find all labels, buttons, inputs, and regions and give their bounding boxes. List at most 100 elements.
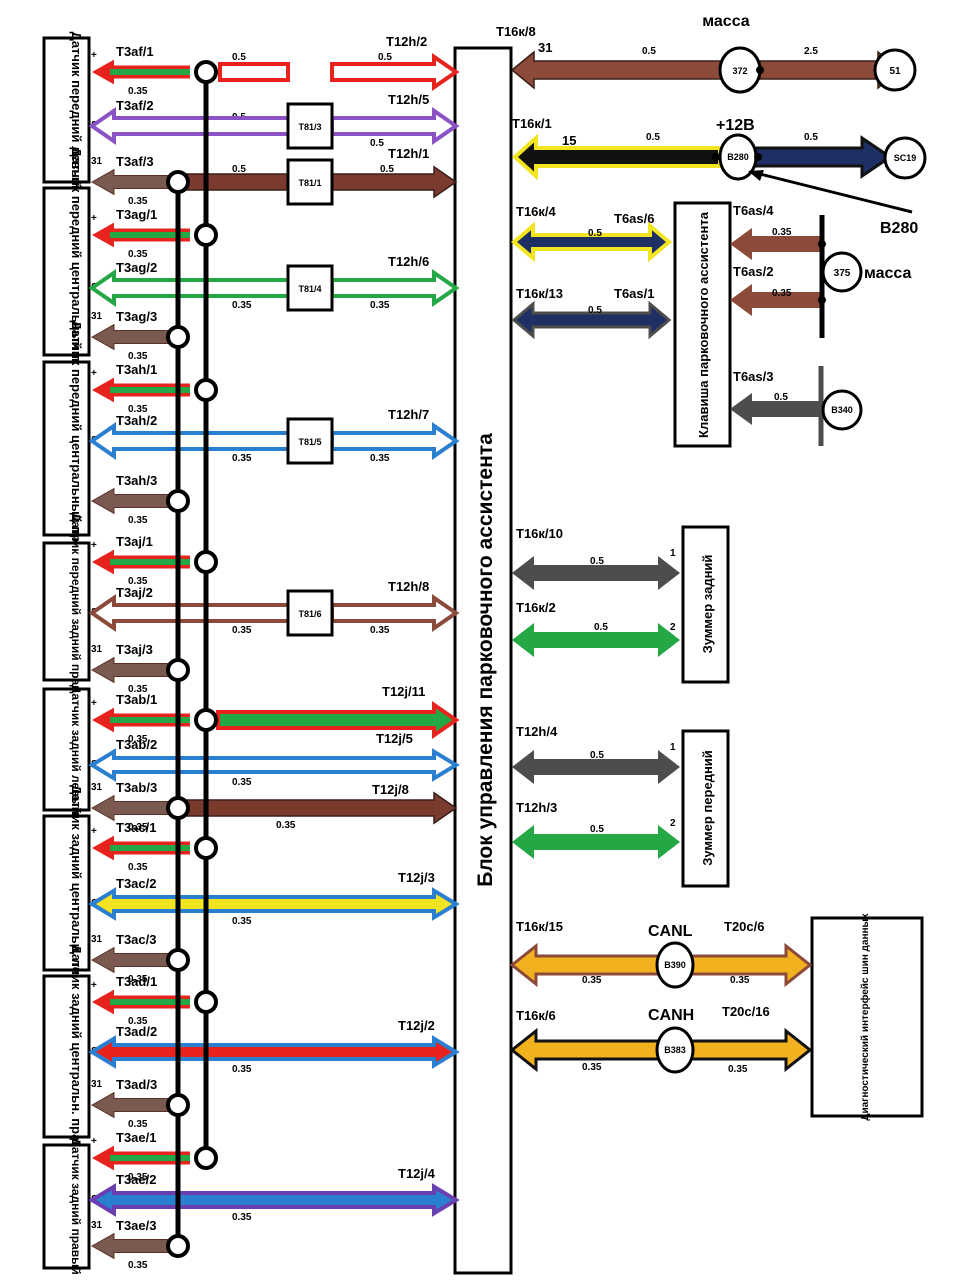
ground-bus-node xyxy=(166,658,190,682)
power-bus-node xyxy=(194,60,218,84)
gauge-label: 2.5 xyxy=(804,46,818,57)
sensor-label: Датчик задний центральн. правый xyxy=(69,945,84,1169)
gauge-label: 0.35 xyxy=(232,777,252,788)
b280-callout-label: B280 xyxy=(880,220,918,237)
connector-51-label: 51 xyxy=(889,66,901,77)
sensor-pin-sign: + xyxy=(91,698,97,709)
sensor-pin-sign: 31 xyxy=(91,311,103,322)
sensor-pin-label: T3ab/3 xyxy=(116,780,157,795)
unit-pin-label: T12h/6 xyxy=(388,254,429,269)
sensor-pin-label: T3af/2 xyxy=(116,98,154,113)
sensor-pin-label: T3ah/2 xyxy=(116,413,157,428)
sensor-pin-label: T3af/1 xyxy=(116,44,154,59)
splice-label: T81/4 xyxy=(298,284,321,294)
sensor-pin-sign: + xyxy=(91,50,97,61)
switch-pin6-wire xyxy=(510,221,673,263)
ground-pin-wire xyxy=(90,323,179,351)
gauge-label: 0.35 xyxy=(370,625,390,636)
signal-pin-wire xyxy=(88,593,292,633)
pin-t6as6-label: T6as/6 xyxy=(614,211,654,226)
power-pin-stripe xyxy=(110,717,190,723)
ground-unit-wire xyxy=(183,791,458,825)
gauge-label: 0.35 xyxy=(232,625,252,636)
sensor-pin-label: T3ag/3 xyxy=(116,309,157,324)
connector-sc19-label: SC19 xyxy=(894,153,917,163)
sensor-box xyxy=(42,186,91,357)
front-buzzer-pin1-wire xyxy=(512,750,680,784)
b280-callout-line xyxy=(751,170,913,214)
pin-t12h3-label: T12h/3 xyxy=(516,800,557,815)
node-375-upper xyxy=(818,240,826,248)
sensor-pin-label: T3aj/3 xyxy=(116,642,153,657)
gauge-label: 0.35 xyxy=(128,1016,148,1027)
buzzer-pin-label: 1 xyxy=(670,742,676,753)
gauge-label: 0.35 xyxy=(730,975,750,986)
sensor-pin-label: T3ac/2 xyxy=(116,876,156,891)
gauge-label: 0.35 xyxy=(128,684,148,695)
power-link-wire xyxy=(218,62,290,82)
signal-wire xyxy=(88,1183,460,1217)
connector-b383-label: B383 xyxy=(664,1045,686,1055)
sensor-label: Датчик задний правый xyxy=(69,1138,83,1274)
sensor-pin-sign: + xyxy=(91,540,97,551)
gauge-label: 0.35 xyxy=(232,300,252,311)
sensor-pin-sign: 31 xyxy=(91,782,103,793)
gauge-label: 0.5 xyxy=(590,750,604,761)
ground-pin-wire xyxy=(90,168,179,196)
ground-pin-wire xyxy=(90,487,179,515)
sensor-box xyxy=(42,974,91,1139)
gauge-label: 0.35 xyxy=(128,862,148,873)
front-buzzer-pin2-wire xyxy=(512,825,680,859)
control-unit-label: Блок управления парковочного ассистента xyxy=(474,433,497,887)
rear-buzzer-label: Зуммер задний xyxy=(700,555,715,654)
unit-pin-label: T12h/2 xyxy=(386,34,427,49)
sensor-pin-sign: 31 xyxy=(91,1220,103,1231)
sensor-label: Датчик передний центральный левый xyxy=(69,147,84,395)
gauge-label: 0.35 xyxy=(128,404,148,415)
sensor-pin-label: T3ag/2 xyxy=(116,260,157,275)
connector-b390 xyxy=(655,941,695,989)
ground-bus-node xyxy=(166,489,190,513)
pin-t6as2-label: T6as/2 xyxy=(733,264,773,279)
gauge-label: 0.5 xyxy=(774,392,788,403)
power-bus-node xyxy=(194,836,218,860)
ground-bus-node xyxy=(166,796,190,820)
signal-unit-wire xyxy=(330,106,460,146)
power-pin-stripe xyxy=(110,232,190,238)
sensor-box xyxy=(42,1143,91,1270)
gauge-label: 0.5 xyxy=(588,228,602,239)
sensor-pin-label: T3ag/1 xyxy=(116,207,157,222)
gauge-label: 0.35 xyxy=(232,453,252,464)
power-bus-node xyxy=(194,550,218,574)
sensor-pin-sign: + xyxy=(91,1136,97,1147)
sensor-label: Датчик передний задний правый xyxy=(69,513,83,710)
pin-t16k2-label: T16к/2 xyxy=(516,600,556,615)
unit-pin-label: T12h/8 xyxy=(388,579,429,594)
sensor-pin-sign: 31 xyxy=(91,156,103,167)
power-pin-stripe xyxy=(110,69,190,75)
node-375-lower xyxy=(818,296,826,304)
sensor-pin-label: T3ah/3 xyxy=(116,473,157,488)
connector-b280-label: B280 xyxy=(727,152,749,162)
sensor-box xyxy=(42,36,91,184)
ground-31-wire xyxy=(510,50,739,90)
sensor-pin-label: T3ae/3 xyxy=(116,1218,156,1233)
sensor-label: Датчик задний левый xyxy=(69,685,83,814)
sensor-pin-label: T3aj/1 xyxy=(116,534,153,549)
ground-bus-node xyxy=(166,325,190,349)
splice-label: T81/3 xyxy=(298,122,321,132)
gauge-label: 0.5 xyxy=(378,52,392,63)
parking-switch-box xyxy=(673,201,732,448)
control-unit-box xyxy=(453,46,513,1275)
buzzer-pin-label: 2 xyxy=(670,818,676,829)
front-buzzer-box xyxy=(681,729,730,888)
sensor-pin-label: T3ah/1 xyxy=(116,362,157,377)
connector-51 xyxy=(873,48,917,92)
ground-pin-wire xyxy=(90,946,179,974)
unit-pin-label: T12j/11 xyxy=(382,684,425,699)
ground-mid-label: масса xyxy=(864,265,912,282)
diagnostic-interface-label: Диагностический интерфейс шин данных xyxy=(859,913,871,1121)
switch-pin1-wire xyxy=(511,300,672,340)
